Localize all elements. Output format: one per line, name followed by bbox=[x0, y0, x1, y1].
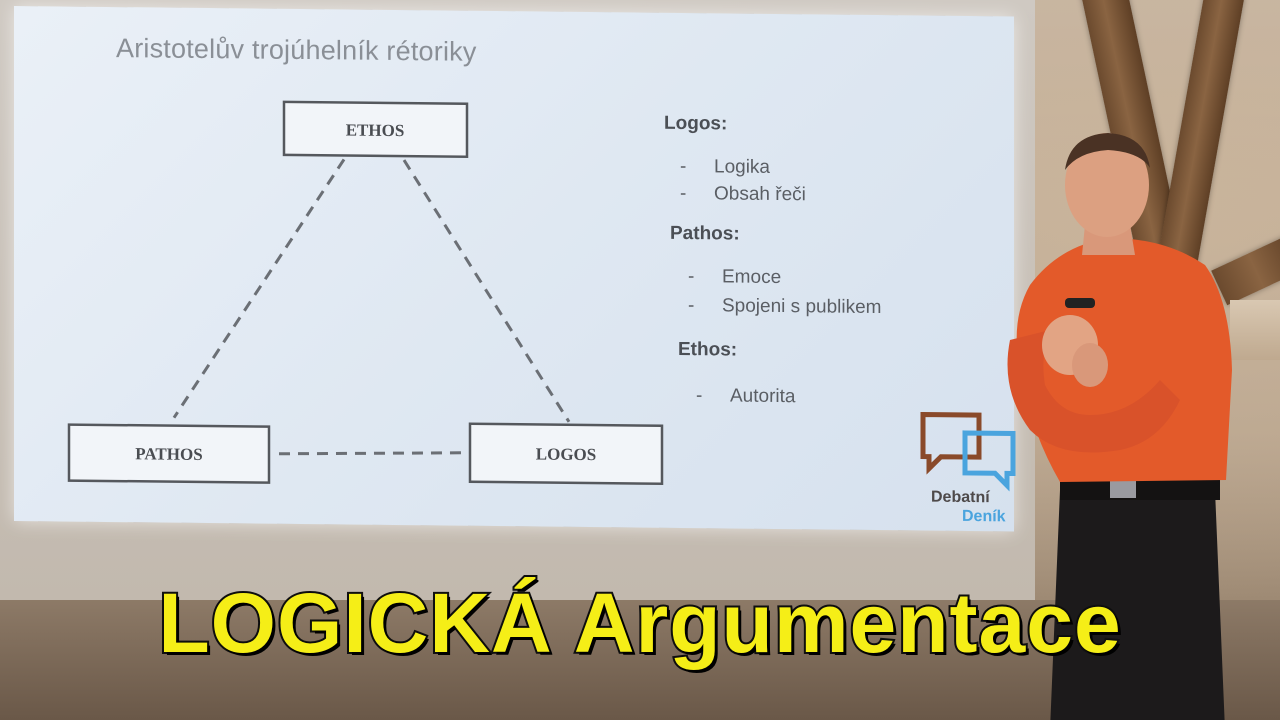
list-item: -Spojeni s publikem bbox=[688, 295, 882, 319]
wall-panel bbox=[1230, 300, 1280, 360]
connector-ethos-logos bbox=[402, 159, 571, 423]
node-logos-label: LOGOS bbox=[536, 444, 596, 464]
rhetoric-triangle-diagram: ETHOS PATHOS LOGOS bbox=[67, 100, 664, 486]
logo-text-debatni: Debatní bbox=[931, 488, 990, 507]
list-item: -Autorita bbox=[696, 385, 796, 408]
section-heading-pathos: Pathos: bbox=[670, 222, 740, 245]
node-pathos-label: PATHOS bbox=[135, 444, 202, 464]
list-item: -Emoce bbox=[688, 266, 782, 289]
node-logos: LOGOS bbox=[468, 422, 664, 486]
node-pathos: PATHOS bbox=[67, 423, 271, 484]
list-item: -Logika bbox=[680, 155, 770, 178]
node-ethos-label: ETHOS bbox=[346, 120, 405, 140]
slide: Aristotelův trojúhelník rétoriky ETHOS P… bbox=[14, 6, 1016, 532]
section-heading-ethos: Ethos: bbox=[678, 338, 738, 361]
list-item: -Obsah řeči bbox=[680, 182, 806, 206]
section-heading-logos: Logos: bbox=[664, 112, 728, 135]
projection-screen: Aristotelův trojúhelník rétoriky ETHOS P… bbox=[0, 0, 1035, 600]
presenter bbox=[1007, 133, 1232, 720]
video-caption: LOGICKÁ Argumentace bbox=[156, 574, 1122, 672]
connector-pathos-logos bbox=[278, 451, 470, 456]
node-ethos: ETHOS bbox=[282, 100, 469, 159]
speech-bubbles-icon bbox=[920, 411, 1016, 492]
connector-ethos-pathos bbox=[172, 158, 346, 419]
debatni-denik-logo: Debatní Deník bbox=[919, 410, 1029, 536]
